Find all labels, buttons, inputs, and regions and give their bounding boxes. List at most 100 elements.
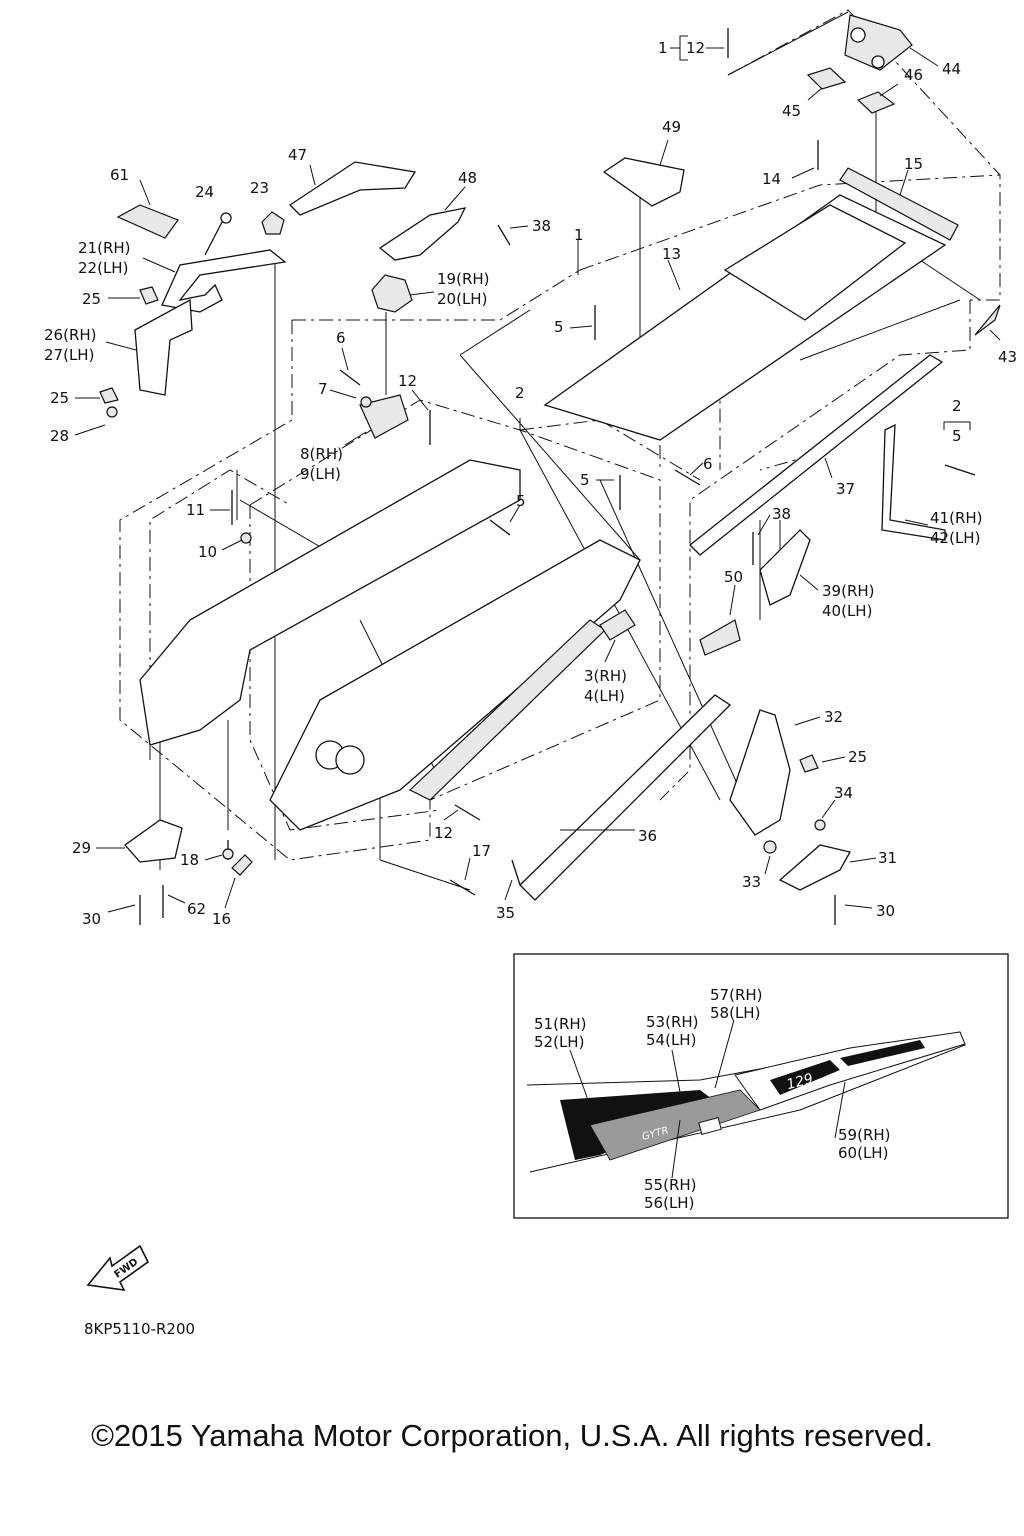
callout-34: 34 — [834, 784, 853, 802]
callout-31: 31 — [878, 849, 897, 867]
callout-12b: 12 — [398, 372, 417, 390]
callout-58: 58(LH) — [710, 1004, 760, 1022]
callout-4: 4(LH) — [584, 687, 625, 705]
callout-9: 9(LH) — [300, 465, 341, 483]
callout-5c: 5 — [580, 471, 590, 489]
callout-30b: 30 — [876, 902, 895, 920]
copyright-notice: ©2015 Yamaha Motor Corporation, U.S.A. A… — [91, 1418, 933, 1453]
callout-12c: 12 — [434, 824, 453, 842]
callout-62: 62 — [187, 900, 206, 918]
callout-21: 21(RH) — [78, 239, 131, 257]
part-pad-45 — [806, 67, 847, 90]
callout-24: 24 — [195, 183, 214, 201]
callout-6: 6 — [336, 329, 346, 347]
callout-2b: 2 — [952, 397, 962, 415]
callout-25: 25 — [82, 290, 101, 308]
callout-42: 42(LH) — [930, 529, 980, 547]
callout-38: 38 — [532, 217, 551, 235]
callout-2: 2 — [515, 384, 525, 402]
callout-54: 54(LH) — [646, 1031, 696, 1049]
part-bracket-26 — [134, 298, 193, 396]
callout-15: 15 — [904, 155, 923, 173]
callout-52: 52(LH) — [534, 1033, 584, 1051]
callout-27: 27(LH) — [44, 346, 94, 364]
callout-43: 43 — [998, 348, 1017, 366]
callout-41: 41(RH) — [930, 509, 983, 527]
part-rear-rail — [839, 167, 959, 241]
callout-10: 10 — [198, 543, 217, 561]
callout-1: 1 — [658, 39, 668, 57]
callout-1b: 1 — [574, 226, 584, 244]
callout-53: 53(RH) — [646, 1013, 699, 1031]
part-pad-49 — [602, 157, 685, 207]
callout-6b: 6 — [703, 455, 713, 473]
part-foam-47 — [288, 161, 417, 216]
part-tunnel-frame — [139, 459, 521, 746]
callout-47: 47 — [288, 146, 307, 164]
callout-19: 19(RH) — [437, 270, 490, 288]
callout-36: 36 — [638, 827, 657, 845]
callout-7: 7 — [318, 380, 328, 398]
callout-16: 16 — [212, 910, 231, 928]
part-boot — [371, 274, 413, 313]
callout-26: 26(RH) — [44, 326, 97, 344]
callout-55: 55(RH) — [644, 1176, 697, 1194]
part-grab-bar — [881, 423, 946, 541]
callout-29: 29 — [72, 839, 91, 857]
part-foam-48 — [378, 207, 467, 261]
part-cap-61 — [116, 204, 179, 239]
decal-model-number: 129 — [785, 1071, 815, 1093]
callout-3: 3(RH) — [584, 667, 627, 685]
callout-48: 48 — [458, 169, 477, 187]
callout-labels: 1 12 44 46 45 49 47 61 24 23 48 15 14 21… — [44, 39, 1017, 928]
callout-5b: 5 — [952, 427, 962, 445]
part-pad-29 — [124, 819, 183, 863]
callout-25b: 25 — [50, 389, 69, 407]
callout-35: 35 — [496, 904, 515, 922]
callout-23: 23 — [250, 179, 269, 197]
callout-22: 22(LH) — [78, 259, 128, 277]
callout-5d: 5 — [516, 492, 526, 510]
callout-33: 33 — [742, 873, 761, 891]
callout-49: 49 — [662, 118, 681, 136]
part-running-bar — [519, 694, 732, 901]
diagram-code: 8KP5110-R200 — [84, 1320, 196, 1338]
part-side-rail — [689, 354, 944, 556]
callout-57: 57(RH) — [710, 986, 763, 1004]
callout-60: 60(LH) — [838, 1144, 888, 1162]
callout-11: 11 — [186, 501, 205, 519]
callout-12: 12 — [686, 39, 705, 57]
callout-59: 59(RH) — [838, 1126, 891, 1144]
callout-20: 20(LH) — [437, 290, 487, 308]
decal-inset: 129 GYTR 57(RH) 58(LH) 51(RH) 52(LH) 53(… — [513, 953, 1009, 1219]
callout-38b: 38 — [772, 505, 791, 523]
group-outlines — [119, 9, 1001, 861]
callout-8: 8(RH) — [300, 445, 343, 463]
part-gusset — [759, 529, 811, 606]
callout-28: 28 — [50, 427, 69, 445]
callout-18: 18 — [180, 851, 199, 869]
callout-37: 37 — [836, 480, 855, 498]
callout-50: 50 — [724, 568, 743, 586]
callout-14: 14 — [762, 170, 781, 188]
callout-45: 45 — [782, 102, 801, 120]
callout-25c: 25 — [848, 748, 867, 766]
callout-17: 17 — [472, 842, 491, 860]
callout-44: 44 — [942, 60, 961, 78]
callout-leaders — [74, 35, 1001, 913]
callout-5: 5 — [554, 318, 564, 336]
part-pad-46 — [856, 91, 896, 114]
callout-56: 56(LH) — [644, 1194, 694, 1212]
part-block-8 — [359, 394, 409, 439]
callout-32: 32 — [824, 708, 843, 726]
callout-46: 46 — [904, 66, 923, 84]
callout-40: 40(LH) — [822, 602, 872, 620]
fwd-arrow-icon: FWD — [86, 1244, 150, 1292]
part-flap — [974, 304, 1001, 336]
part-footrest-plate — [729, 709, 791, 836]
callout-61: 61 — [110, 166, 129, 184]
part-block-50 — [699, 619, 741, 656]
part-pad-31 — [778, 844, 851, 891]
fasteners — [99, 28, 976, 925]
